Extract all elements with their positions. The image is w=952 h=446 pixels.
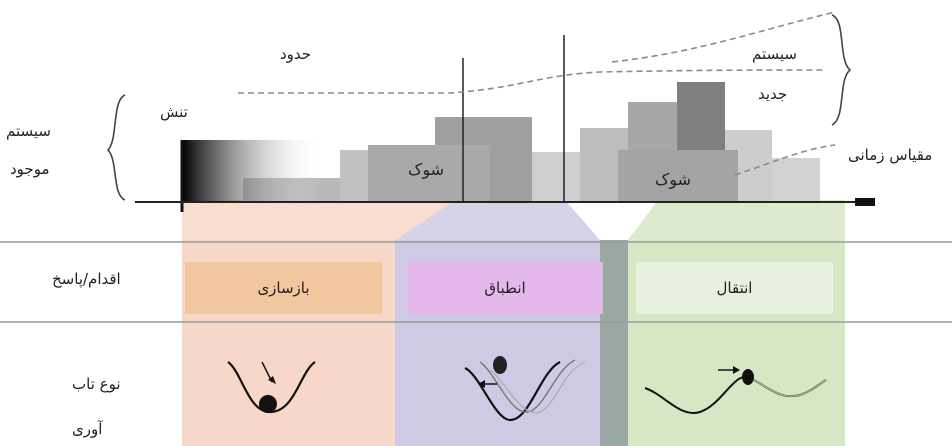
new-system-label-line2: جدید xyxy=(758,85,788,103)
time-axis-end xyxy=(855,198,875,206)
new-system-upper-dashed-line xyxy=(611,11,836,63)
limits-dashed-line xyxy=(238,69,826,94)
phase-box-transition: انتقال xyxy=(636,262,833,314)
bar xyxy=(532,152,582,202)
phase-box-reconstruction: بازسازی xyxy=(185,262,382,314)
reconstruction-curve xyxy=(227,361,316,414)
bar xyxy=(368,145,490,202)
time-scale-label: مقیاس زمانی xyxy=(848,146,933,164)
existing-system-label-line2: موجود xyxy=(10,160,50,178)
existing-system-brace xyxy=(106,94,126,201)
action-response-label: اقدام/پاسخ xyxy=(52,270,121,288)
new-system-label-line1: سیستم xyxy=(752,45,797,63)
stress-gradient xyxy=(182,140,322,202)
phase-panel-adaptation xyxy=(395,200,600,446)
phase-panel-overlap xyxy=(600,240,628,446)
panel-fade xyxy=(182,200,845,240)
shock-label-2: شوک xyxy=(655,170,691,189)
bar xyxy=(618,150,738,202)
shock-label-1: شوک xyxy=(408,160,444,179)
limits-label: حدود xyxy=(280,45,312,63)
new-system-brace xyxy=(831,14,852,126)
resilience-type-label-line2: آوری xyxy=(72,420,103,438)
bar xyxy=(772,158,820,202)
resilience-type-label-line1: نوع تاب xyxy=(72,375,121,393)
transition-curve xyxy=(644,366,827,414)
phase-panel-transition xyxy=(628,200,845,446)
stress-label: تنش xyxy=(160,103,188,121)
existing-system-label-line1: سیستم xyxy=(6,122,51,140)
adaptation-curve xyxy=(464,356,586,422)
phase-panel-reconstruction xyxy=(182,200,455,446)
new-system-lower-dashed-line xyxy=(734,144,836,176)
phase-box-adaptation: انطباق xyxy=(407,262,603,314)
